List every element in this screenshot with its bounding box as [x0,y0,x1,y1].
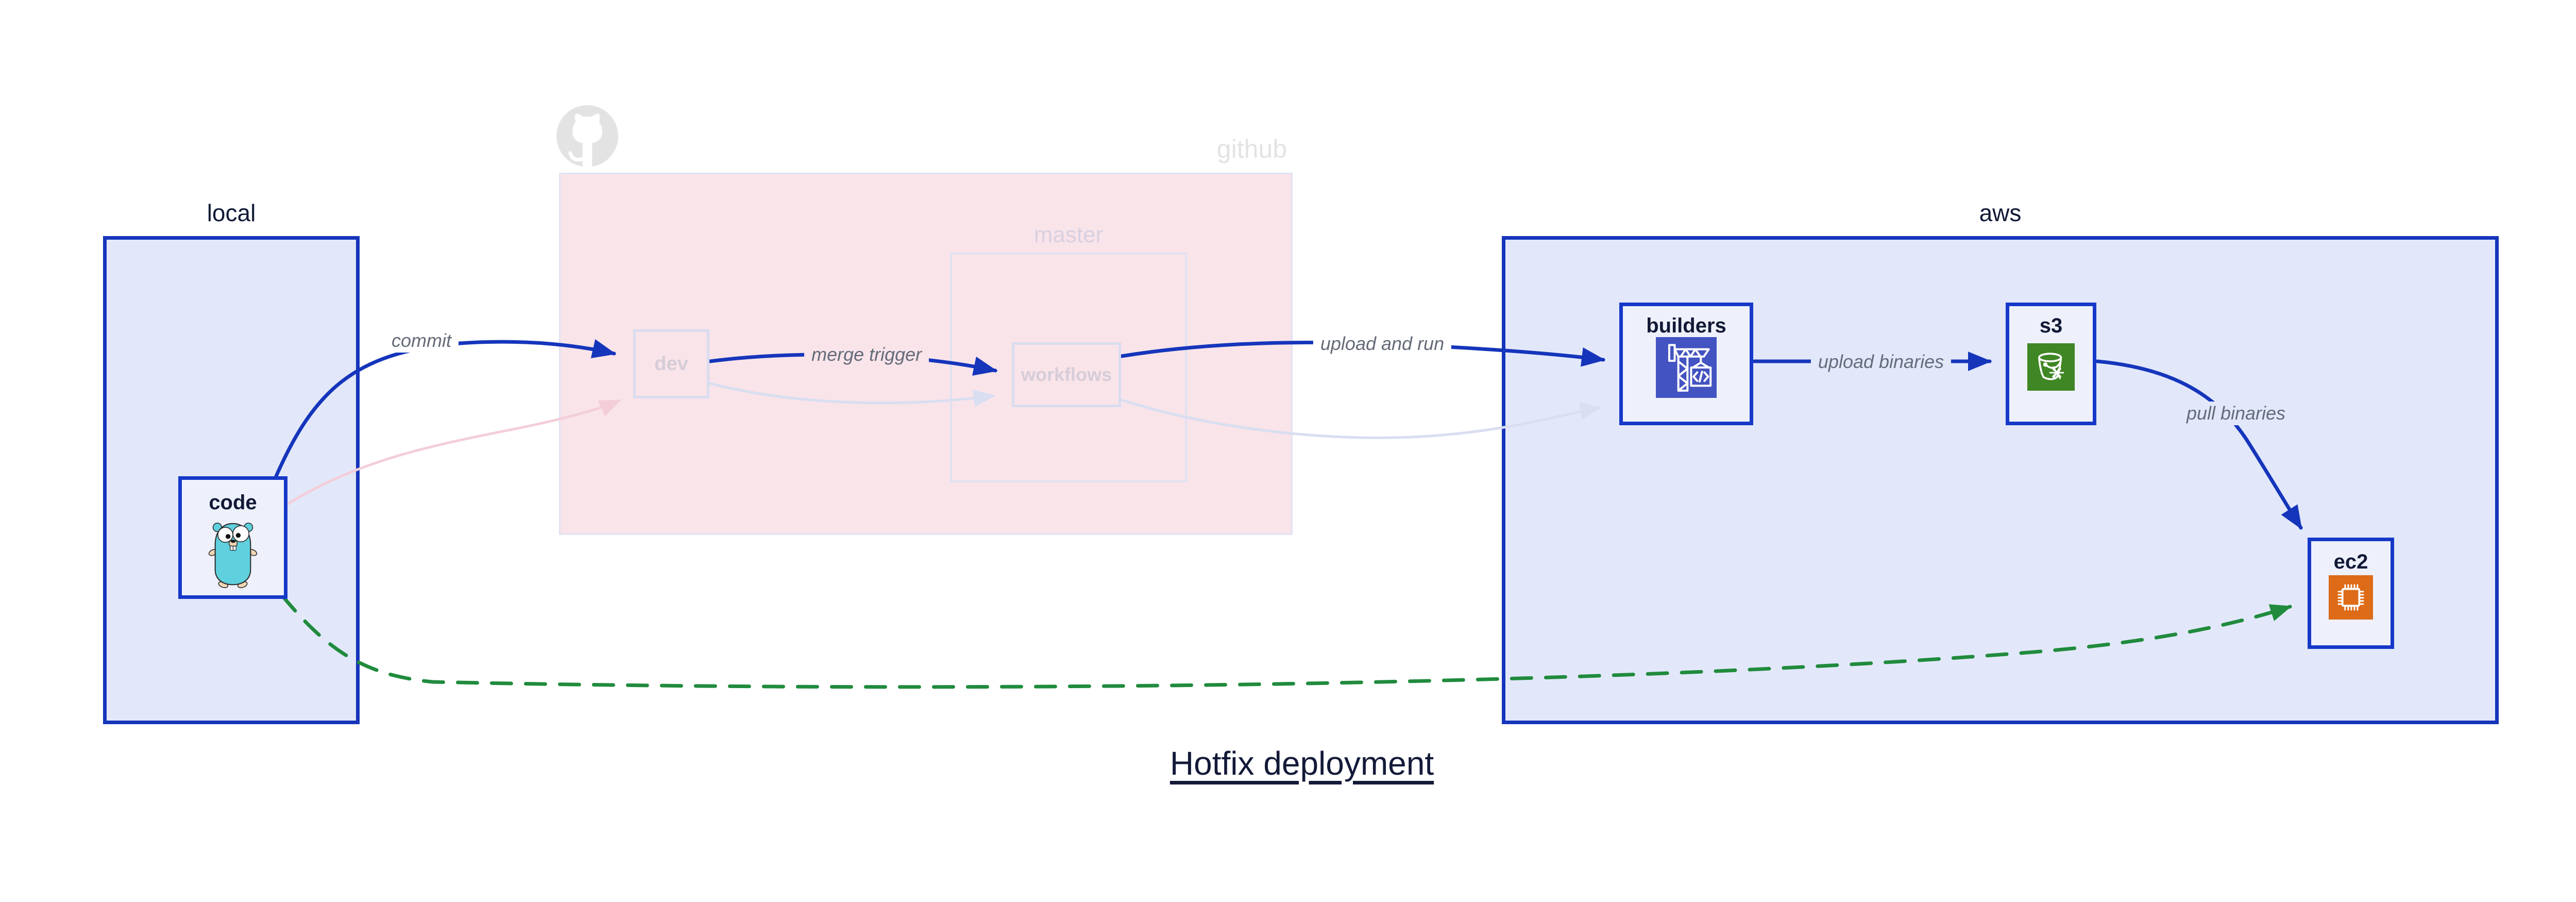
edge-label-upload-and-run: upload and run [1313,332,1452,356]
node-ec2-label: ec2 [2333,550,2368,573]
diagram-title-text: Hotfix deployment [1170,745,1434,782]
edge-label-pull-binaries: pull binaries [2179,402,2293,425]
node-workflows-label: workflows [1021,364,1112,385]
aws-ec2-chip-icon [2329,575,2373,620]
container-local-label: local [207,199,256,226]
node-builders-label: builders [1646,314,1726,337]
container-aws-label: aws [1979,199,2022,226]
aws-codebuild-crane-icon [1656,337,1717,398]
aws-s3-glacier-bucket-icon [2027,343,2075,391]
node-code-label: code [209,491,257,514]
node-ec2: ec2 [2308,538,2394,649]
container-master-label: master [1033,222,1104,247]
diagram-title: Hotfix deployment [0,744,2576,782]
node-dev-label: dev [654,353,688,375]
edge-label-commit: commit [384,329,459,353]
edge-label-upload-binaries: upload binaries [1810,350,1952,374]
github-octocat-icon [556,105,618,167]
container-github-label: github [1216,135,1287,163]
node-builders: builders [1619,303,1753,425]
node-dev: dev [633,329,709,398]
go-gopher-icon [208,522,258,588]
node-s3-label: s3 [2039,314,2063,337]
node-s3: s3 [2006,303,2096,425]
node-code: code [178,476,287,599]
edge-label-merge-trigger: merge trigger [804,343,929,366]
node-workflows: workflows [1012,342,1121,407]
